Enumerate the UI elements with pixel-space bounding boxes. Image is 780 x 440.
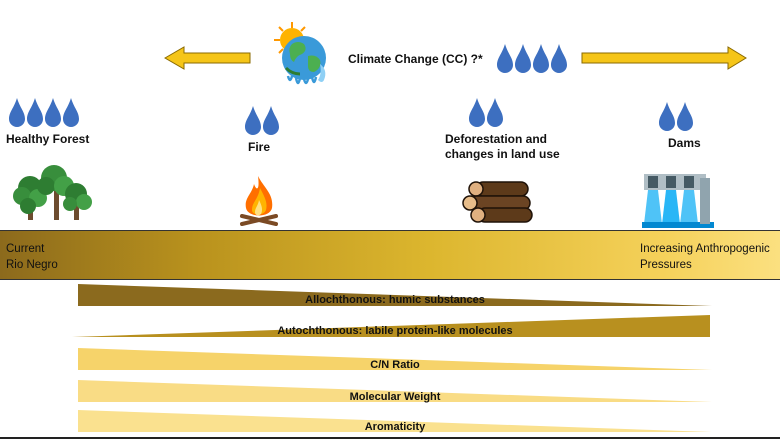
allochthonous-wedge [78,284,712,306]
pressure-gradient-band: Current Rio Negro Increasing Anthropogen… [0,230,780,280]
water-drops-icon [497,44,567,73]
stage-label-dams: Dams [668,136,701,150]
stage-label-fire: Fire [248,140,271,154]
aromaticity-wedge [78,410,712,432]
wedge-label-molecular-weight: Molecular Weight [349,391,441,403]
trees-icon [13,165,92,220]
band-left-label: Current Rio Negro [6,243,58,271]
wedge-label-cn-ratio: C/N Ratio [370,359,420,371]
autochthonous-wedge [72,315,710,337]
healthy-forest-drops-icon [9,98,79,127]
fire-drops-icon [245,106,279,135]
dams-drops-icon [659,102,693,131]
wedge-label-aromaticity: Aromaticity [364,421,426,433]
logs-icon [462,181,533,223]
right-arrow-icon [581,46,747,70]
stage-label-healthy-forest: Healthy Forest [6,132,90,146]
band-right-label: Increasing Anthropogenic Pressures [640,243,770,271]
bottom-border [0,437,780,439]
left-arrow-icon [164,46,251,70]
cn-ratio-wedge [78,348,712,370]
deforestation-drops-icon [469,98,503,127]
molecular-weight-wedge [78,380,712,402]
melting-globe-icon [274,22,326,85]
dam-icon [642,174,714,228]
stage-label-deforestation: Deforestation and changes in land use [445,132,560,161]
wedge-label-autochthonous: Autochthonous: labile protein-like molec… [277,325,513,337]
campfire-icon [240,176,278,226]
wedge-label-allochthonous: Allochthonous: humic substances [305,294,485,306]
climate-change-label: Climate Change (CC) ?* [348,52,483,66]
